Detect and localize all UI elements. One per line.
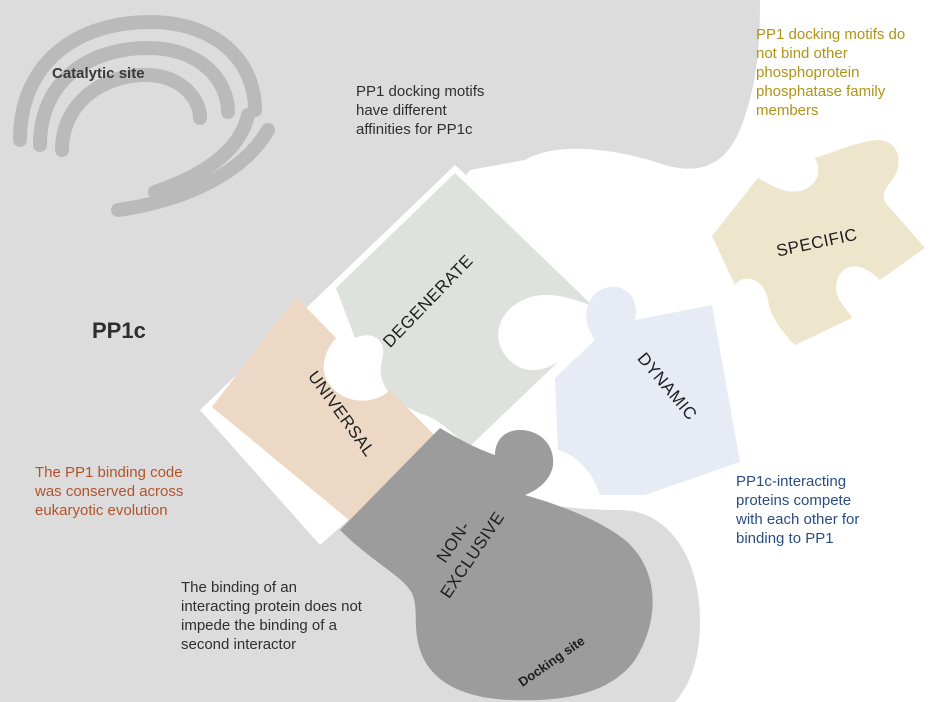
pp1c-label: PP1c	[92, 318, 146, 343]
note-line: PP1c-interacting	[736, 473, 847, 490]
non-exclusive-note: The binding of an interacting protein do…	[181, 578, 362, 654]
specific-piece	[712, 140, 925, 345]
note-line: proteins compete	[736, 492, 852, 509]
note-line: PP1 docking motifs do	[756, 26, 906, 43]
catalytic-site-ridges	[13, 14, 275, 217]
note-line: was conserved across	[35, 483, 184, 500]
note-line: impede the binding of a	[181, 617, 337, 634]
catalytic-site-label: Catalytic site	[52, 65, 145, 82]
note-line: not bind other	[756, 45, 848, 62]
note-line: eukaryotic evolution	[35, 502, 168, 519]
specific-note: PP1 docking motifs do not bind other pho…	[756, 25, 905, 120]
note-line: interacting protein does not	[181, 598, 362, 615]
universal-piece	[212, 297, 448, 525]
dynamic-note: PP1c-interacting proteins compete with e…	[736, 472, 859, 548]
note-line: affinities for PP1c	[356, 121, 473, 138]
note-line: have different	[356, 102, 447, 119]
note-line: The PP1 binding code	[35, 464, 183, 481]
note-line: phosphoprotein	[756, 64, 860, 81]
note-line: binding to PP1	[736, 530, 834, 547]
universal-note: The PP1 binding code was conserved acros…	[35, 463, 183, 520]
note-line: PP1 docking motifs	[356, 83, 485, 100]
note-line: second interactor	[181, 636, 297, 653]
dynamic-piece	[555, 286, 740, 495]
degenerate-piece	[336, 173, 593, 448]
non-exclusive-piece	[340, 428, 653, 701]
note-line: with each other for	[736, 511, 860, 528]
note-line: members	[756, 102, 819, 119]
note-line: The binding of an	[181, 579, 297, 596]
note-line: phosphatase family	[756, 83, 886, 100]
degenerate-note: PP1 docking motifs have different affini…	[356, 82, 484, 139]
